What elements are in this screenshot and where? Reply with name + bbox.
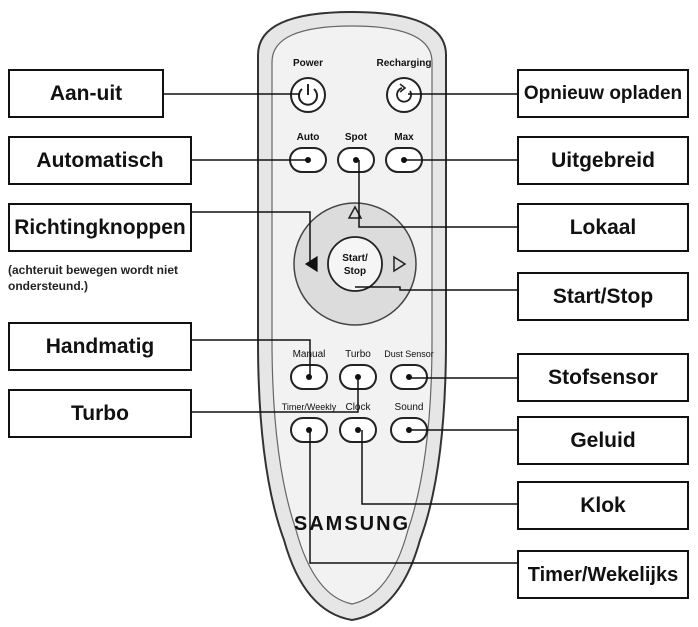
auto-label: Auto: [297, 132, 320, 143]
dust-sensor-button-dot: [406, 374, 412, 380]
max-label: Max: [394, 132, 414, 143]
callout-klok: Klok: [517, 481, 689, 530]
callout-uitgebreid: Uitgebreid: [517, 136, 689, 185]
callout-handmatig: Handmatig: [8, 322, 192, 371]
recharging-button[interactable]: [387, 78, 421, 112]
callout-automatisch: Automatisch: [8, 136, 192, 185]
note-text: (achteruit bewegen wordt niet ondersteun…: [8, 262, 208, 294]
start-stop-label-line1: Start/: [342, 253, 368, 264]
callout-geluid: Geluid: [517, 416, 689, 465]
callout-richtingknoppen: Richtingknoppen: [8, 203, 192, 252]
callout-opnieuw-opladen: Opnieuw opladen: [517, 69, 689, 118]
power-label: Power: [293, 58, 323, 69]
sound-label: Sound: [395, 402, 424, 413]
timer-weekly-label: Timer/Weekly: [282, 402, 337, 412]
callout-start-stop: Start/Stop: [517, 272, 689, 321]
callout-lokaal: Lokaal: [517, 203, 689, 252]
recharging-label: Recharging: [376, 58, 431, 69]
start-stop-button[interactable]: [328, 237, 382, 291]
start-stop-label-line2: Stop: [344, 266, 366, 277]
callout-aan-uit: Aan-uit: [8, 69, 164, 118]
timer-weekly-button-dot: [306, 427, 312, 433]
callout-turbo: Turbo: [8, 389, 192, 438]
callout-stofsensor: Stofsensor: [517, 353, 689, 402]
manual-label: Manual: [293, 349, 326, 360]
brand-logo: SAMSUNG: [294, 513, 410, 535]
turbo-label: Turbo: [345, 349, 371, 360]
spot-button-dot: [353, 157, 359, 163]
manual-button-dot: [306, 374, 312, 380]
spot-label: Spot: [345, 132, 368, 143]
dust-sensor-label: Dust Sensor: [384, 349, 434, 359]
callout-timer-wekelijks: Timer/Wekelijks: [517, 550, 689, 599]
clock-button-dot: [355, 427, 361, 433]
